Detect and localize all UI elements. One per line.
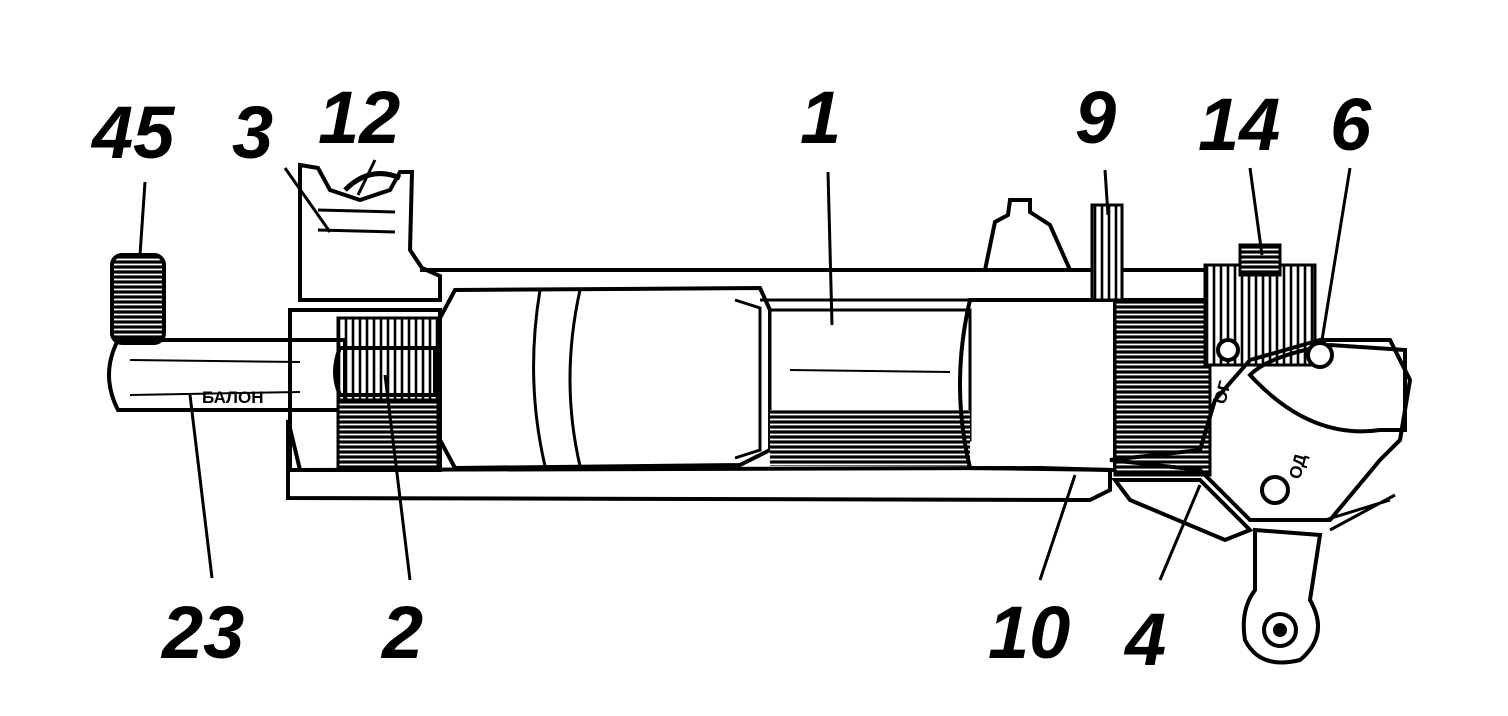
callout-3: 3: [232, 91, 273, 174]
callout-6: 6: [1330, 83, 1372, 166]
bolt-carrier: [438, 285, 1212, 477]
gas-rod: БАЛОН: [107, 253, 347, 412]
rear-lug: [982, 198, 1124, 302]
leader-9: [1103, 169, 1110, 216]
callout-1: 1: [800, 76, 841, 159]
callout-14: 14: [1198, 83, 1280, 166]
leader-4: [1158, 484, 1202, 581]
leader-10: [1038, 474, 1077, 581]
callout-10: 10: [988, 591, 1070, 674]
callout-12: 12: [318, 76, 400, 159]
leader-12: [356, 159, 377, 196]
callout-9: 9: [1075, 76, 1116, 159]
selector-assembly: ОГ ОД: [1109, 243, 1413, 665]
selector-single-mark: ОД: [1286, 452, 1311, 481]
leader-3: [283, 167, 332, 233]
callout-4: 4: [1123, 598, 1166, 681]
piston: [333, 346, 440, 472]
callout-2: 2: [380, 591, 423, 674]
rod-stamp: БАЛОН: [202, 388, 263, 407]
leader-6: [1320, 167, 1352, 341]
callout-labels: 45 3 12 1 9 14 6 23 2 10 4: [90, 76, 1372, 681]
leader-lines: [138, 159, 1352, 581]
leader-14: [1248, 167, 1264, 256]
callout-23: 23: [160, 591, 244, 674]
leader-45: [138, 181, 147, 256]
callout-45: 45: [90, 91, 176, 174]
leader-2: [383, 374, 412, 581]
leader-1: [826, 171, 834, 326]
leader-23: [188, 394, 214, 579]
